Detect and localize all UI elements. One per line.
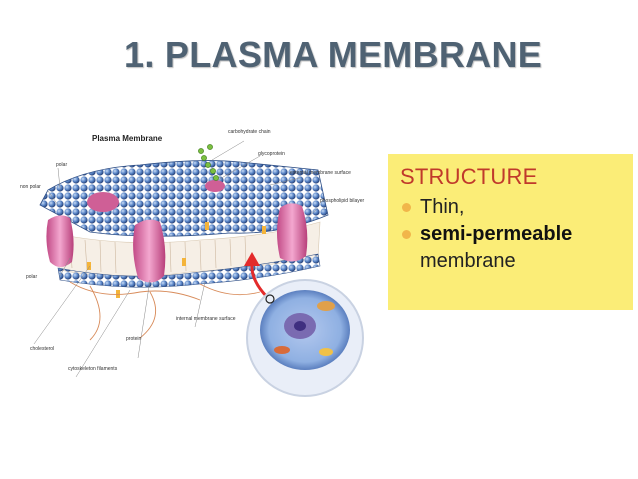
bullet-dot-icon — [402, 230, 411, 239]
structure-list: Thin, semi-permeable membrane — [400, 194, 572, 275]
bullet-text: Thin, — [420, 196, 465, 218]
label-external-surface: external membrane surface — [290, 170, 351, 176]
transmembrane-proteins — [46, 180, 308, 283]
label-polar-bottom: polar — [26, 274, 37, 280]
label-internal-surface: internal membrane surface — [176, 316, 236, 322]
bullet-thin: Thin, — [400, 194, 572, 221]
lipid-tail-lines — [69, 227, 297, 274]
structure-heading: STRUCTURE — [400, 164, 538, 189]
bullet-dot-icon — [402, 203, 411, 212]
label-leaders — [33, 140, 319, 378]
slide-title: 1. PLASMA MEMBRANE — [124, 34, 543, 75]
membrane-top-layer — [39, 160, 329, 237]
label-cholesterol: cholesterol — [30, 346, 54, 352]
bullet-bold-text: semi-permeable — [420, 223, 573, 245]
bullet-semi-permeable: semi-permeable membrane — [400, 221, 572, 275]
arrow-head — [244, 252, 260, 266]
label-cytoskeleton: cytoskeleton filaments — [68, 366, 118, 372]
bullet-rest-text: membrane — [420, 250, 516, 272]
carbohydrate-chain — [198, 144, 219, 181]
label-polar-top: polar — [56, 162, 67, 168]
label-carbohydrate-chain: carbohydrate chain — [228, 129, 271, 135]
label-non-polar: non polar — [20, 184, 41, 190]
diagram-heading: Plasma Membrane — [92, 134, 163, 143]
label-glycoprotein: glycoprotein — [258, 151, 285, 157]
label-phospholipid-bilayer: phospholipid bilayer — [320, 198, 365, 204]
cytoskeleton-filaments — [69, 281, 261, 341]
structure-box: STRUCTURE Thin, semi-permeable membrane — [388, 154, 633, 310]
label-protein: protein — [126, 336, 142, 342]
cell-illustration — [246, 279, 364, 397]
